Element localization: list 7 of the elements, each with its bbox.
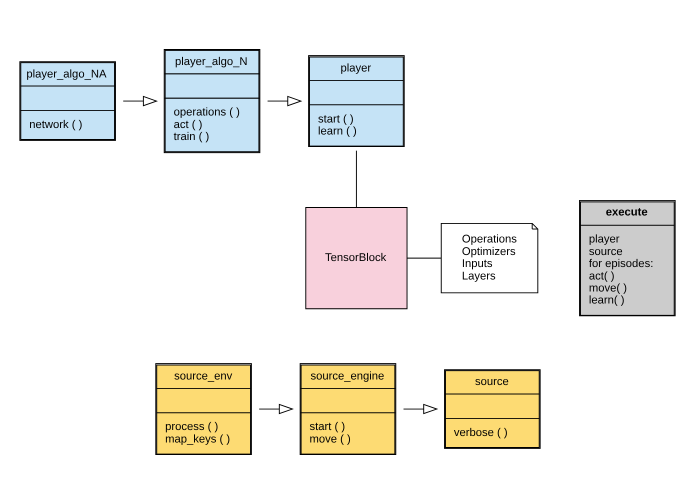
arrow bbox=[258, 403, 294, 414]
connector bbox=[356, 150, 357, 208]
node-box: TensorBlock bbox=[305, 206, 408, 309]
arrow bbox=[267, 95, 302, 106]
connector bbox=[406, 257, 442, 258]
arrow bbox=[403, 403, 438, 414]
arrow bbox=[122, 95, 158, 106]
